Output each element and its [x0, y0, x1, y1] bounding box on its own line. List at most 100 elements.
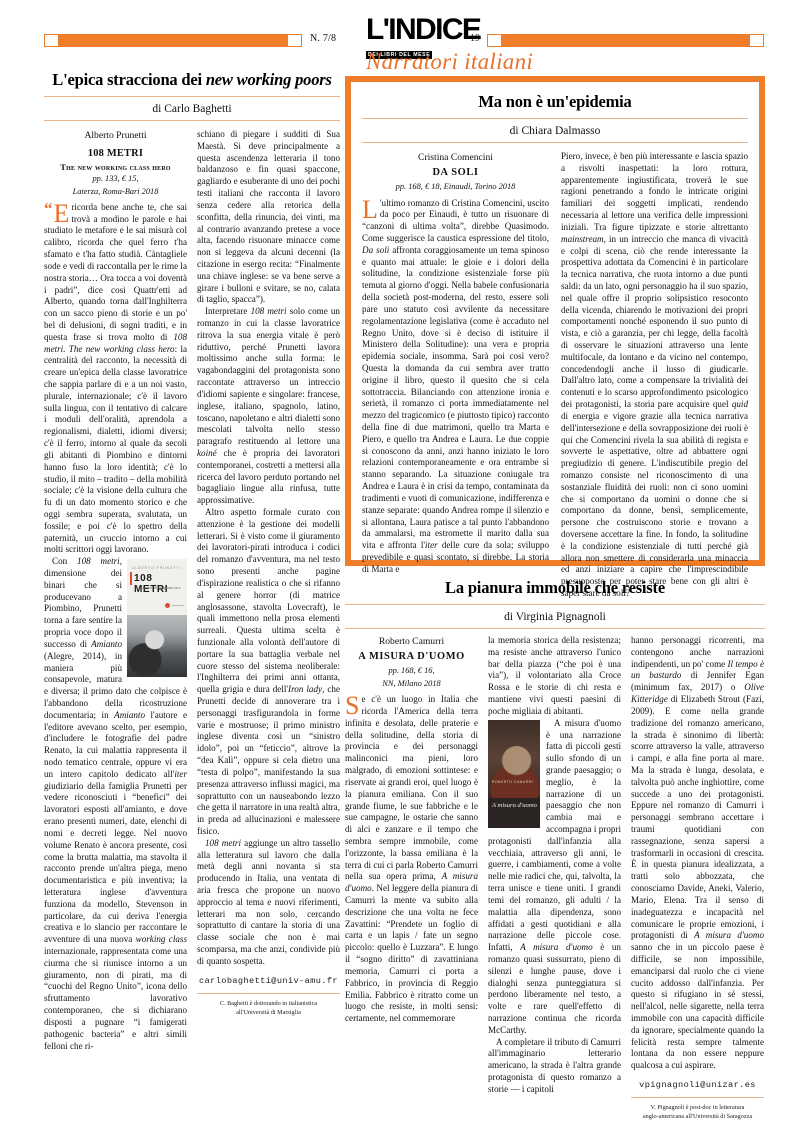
article-right-bottom-paragraph: A misura d'uomo è una narrazione fatta d…: [488, 718, 621, 1037]
paragraph-text: hanno personaggi ricorrenti, ma contengo…: [631, 635, 764, 669]
italic-title: Amianto: [91, 638, 122, 649]
paragraph-text: Con: [52, 556, 78, 567]
logo-wordmark: L'INDICE: [366, 13, 482, 46]
article-left: L'epica stracciona dei new working poors…: [44, 70, 340, 1052]
italic-title: A misura d'uomo: [694, 930, 764, 941]
italic-title: 108 metri: [250, 306, 287, 317]
author-email[interactable]: carlobaghetti@univ-amu.fr: [199, 975, 338, 986]
paragraph-text: internazionale, rappresentata come una c…: [44, 946, 187, 1051]
italic-title: Amianto: [114, 709, 145, 720]
author-email[interactable]: vpignagnoli@unizar.es: [639, 1080, 756, 1091]
paragraph-text: delle cure da sola; sviluppo prevedibile…: [362, 540, 549, 574]
paragraph-text: A misura d'uomo è una narrazione fatta d…: [488, 717, 621, 953]
cover-subtitle-text: The new working class hero: [141, 586, 181, 591]
book-author: Cristina Comencini: [418, 152, 493, 163]
article-left-column-1: Alberto Prunetti 108 METRI The new worki…: [44, 129, 187, 1052]
article-right-bottom-paragraph: hanno personaggi ricorrenti, ma contengo…: [631, 635, 764, 1072]
paragraph-text: di Elizabeth Strout (Fazi, 2009). E come…: [631, 694, 764, 941]
cover-publisher-dot-icon: [165, 603, 170, 609]
book-cover-image: ROBERTO CAMURRI A misura d'uomo: [488, 719, 540, 828]
article-right-top: Ma non è un'epidemia di Chiara Dalmasso …: [351, 82, 759, 608]
headline-italic-part: new working poors: [205, 70, 332, 89]
paragraph-text: . Nel leggere della pianura di Camurri l…: [345, 883, 478, 1024]
author-credit-line-1: C. Baghetti è dottorando in italianistic…: [219, 999, 318, 1007]
article-right-top-column-1: Cristina Comencini DA SOLI pp. 168, € 18…: [362, 151, 549, 600]
publication-logo: L'INDICE DEI LIBRI DEL MESE: [366, 13, 482, 59]
article-left-paragraph: Interpretare 108 metri solo come un roma…: [197, 306, 340, 507]
paragraph-text: aggiunge un altro tassello alla letterat…: [197, 837, 340, 966]
page-number: 19: [470, 33, 480, 44]
article-left-columns: Alberto Prunetti 108 METRI The new worki…: [44, 129, 340, 1052]
italic-term: koiné: [197, 447, 217, 458]
book-author: Roberto Camurri: [378, 636, 445, 647]
drop-cap: E: [53, 198, 70, 228]
article-right-top-paragraph: L'ultimo romanzo di Cristina Comencini, …: [362, 194, 549, 576]
article-right-top-headline: Ma non è un'epidemia: [478, 92, 632, 111]
section-title: Narratori italiani: [366, 49, 534, 74]
book-meta-1: pp. 168, € 16,: [388, 666, 435, 675]
paragraph-text: di energia e vigore grazie alla tecnica …: [561, 410, 748, 599]
divider: [44, 120, 340, 121]
paragraph-text: Interpretare: [205, 306, 251, 317]
book-title: DA SOLI: [432, 167, 479, 179]
cover-author-text: ROBERTO CAMURRI: [492, 779, 534, 784]
cover-accent-bar: [130, 572, 132, 586]
article-right-bottom-paragraph: la memoria storica della resistenza; ma …: [488, 635, 621, 716]
book-meta-1: pp. 133, € 15,: [92, 174, 139, 184]
italic-title: 108 metri: [205, 837, 241, 848]
article-left-headline: L'epica stracciona dei new working poors: [44, 70, 340, 90]
book-meta-2: NN, Milano 2018: [382, 678, 441, 688]
headline-plain-part: L'epica stracciona dei: [52, 70, 206, 89]
paragraph-text: e c'è un luogo in Italia che ricorda l'A…: [345, 694, 478, 882]
divider: [44, 96, 340, 97]
italic-title: Il tempo è un bastardo: [631, 658, 764, 681]
cover-photograph: [488, 719, 540, 798]
divider: [345, 628, 765, 629]
article-right-bottom-column-3: hanno personaggi ricorrenti, ma contengo…: [631, 635, 764, 1122]
paragraph-text: solo come un romanzo in cui la classe la…: [197, 306, 340, 447]
divider: [631, 1097, 764, 1099]
paragraph-text: che è propria dei lavoratori contemporan…: [197, 447, 340, 506]
divider: [362, 118, 748, 119]
article-left-paragraph: Altro aspetto formale curato con attenzi…: [197, 507, 340, 838]
article-right-top-paragraph: Piero, invece, è ben più interessante e …: [561, 151, 748, 600]
cover-title-text: A misura d'uomo: [492, 801, 537, 809]
book-cover-figure: ALBERTO PRUNETTI 108 METRI The new worki…: [127, 559, 187, 678]
drop-cap: S: [345, 691, 360, 721]
article-left-column-2: schiano di piegare i sudditi di Sua Maes…: [197, 129, 340, 1052]
article-left-byline: di Carlo Baghetti: [152, 103, 232, 115]
article-right-top-column-2: Piero, invece, è ben più interessante e …: [561, 151, 748, 600]
italic-title: 108 metri: [77, 556, 120, 567]
masthead-rule-right: [487, 34, 764, 47]
author-credit: C. Baghetti è dottorando in italianistic…: [197, 999, 340, 1018]
cover-author-text: ALBERTO PRUNETTI: [132, 566, 182, 571]
author-credit: V. Pignagnoli è post-doc in letteratura …: [631, 1103, 764, 1122]
italic-title: Iron lady: [288, 684, 323, 695]
italic-title: Olive Kitteridge: [631, 682, 764, 705]
paragraph-text: , che Prunetti decide di annoverare tra …: [197, 684, 340, 836]
book-title: 108 METRI: [87, 147, 144, 159]
italic-term: iter: [174, 768, 187, 779]
article-right-top-frame: Ma non è un'epidemia di Chiara Dalmasso …: [345, 76, 765, 598]
book-meta: pp. 168, € 18, Einaudi, Torino 2018: [395, 182, 516, 191]
divider: [197, 992, 340, 994]
paragraph-text: Piero, invece, è ben più interessante e …: [561, 151, 748, 232]
article-right-bottom-headline: La pianura immobile che resiste: [445, 578, 665, 597]
article-left-paragraph: schiano di piegare i sudditi di Sua Maes…: [197, 129, 340, 305]
paragraph-text: Altro aspetto formale curato con attenzi…: [197, 507, 340, 695]
cover-publisher-line: [172, 605, 184, 607]
divider: [345, 604, 765, 605]
paragraph-text: l'autore e l'editore avevano scelto, per…: [44, 709, 187, 779]
cover-title-text: 108 METRI: [134, 573, 169, 596]
book-cover-figure: ROBERTO CAMURRI A misura d'uomo: [488, 719, 540, 828]
author-credit-line-1: V. Pignagnoli è post-doc in letteratura: [650, 1104, 745, 1112]
article-right-bottom: La pianura immobile che resiste di Virgi…: [345, 578, 765, 1122]
article-right-bottom-column-1: Roberto Camurri A MISURA D'UOMO pp. 168,…: [345, 635, 478, 1122]
italic-title: A misura d'uomo: [345, 871, 478, 894]
paragraph-text: , dimensione dei binari che si produceva…: [44, 556, 122, 649]
book-title: A MISURA D'UOMO: [358, 651, 465, 663]
drop-cap: L: [362, 194, 378, 224]
italic-title: 108 metri. The new working class hero: [44, 331, 187, 354]
